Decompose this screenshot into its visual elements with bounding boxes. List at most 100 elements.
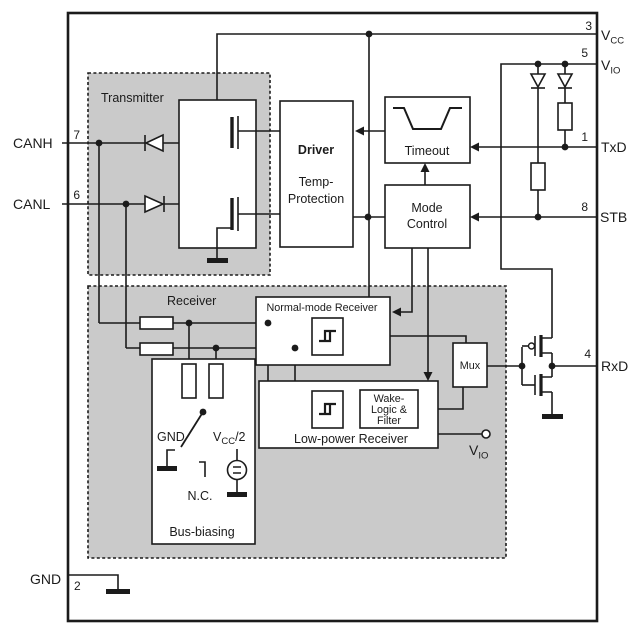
timeout-waveform-icon [393,107,462,130]
pin-labels: VCC 3 VIO 5 TxD 1 STB 8 RxD 4 CANH 7 CAN… [13,19,628,593]
pin-rxd-label: RxD [601,358,628,374]
canl-diode-icon [144,194,165,214]
arrow-modecontrol-to-nmr-icon [392,307,401,317]
arrow-txd-to-timeout-icon [470,142,479,152]
stb-resistor-icon [530,162,546,191]
pin-canl-label: CANL [13,196,51,212]
junction-dot [264,319,272,327]
pin-txd-label: TxD [601,139,627,155]
ground-icon [207,258,228,263]
mode-control-line2: Control [407,217,447,231]
svg-text:VIO: VIO [469,442,488,462]
pin-vcc-number: 3 [585,19,592,33]
switch-contact-gnd [166,449,175,466]
driver-title: Driver [298,143,334,157]
voltage-source-equals-icon [233,466,241,474]
junction-dot [561,60,569,68]
driver-line2: Protection [288,192,344,206]
arrow-modecontrol-to-timeout-icon [420,163,430,172]
junction-dot [518,362,526,370]
wire-vio [500,63,597,338]
bus-biasing-label: Bus-biasing [169,525,234,539]
schmitt-trigger-icon [319,329,336,343]
arrow-timeout-to-driver-icon [355,126,364,136]
pin-vcc-label: VCC [601,27,624,47]
junction-dot [534,213,542,221]
ground-icon [157,466,177,471]
ground-icon [106,589,130,594]
wire-gnd-pin [68,574,119,589]
bias-gnd-label: GND [157,430,185,444]
bias-vcc2-suffix: /2 [235,430,245,444]
normal-mode-receiver-block: Normal-mode Receiver [255,296,391,366]
junction-dot [199,408,207,416]
driver-line1: Temp- [299,175,334,189]
junction-dot [364,213,372,221]
junction-dot [95,139,103,147]
transmitter-output-stage [178,99,280,263]
pin-stb-label: STB [600,209,627,225]
stb-diode-icon [529,73,547,89]
pin-stb-number: 8 [581,200,588,214]
mode-control-line1: Mode [411,201,442,215]
normal-mode-receiver-label: Normal-mode Receiver [266,302,377,314]
pin-txd-number: 1 [581,130,588,144]
junction-dot [212,344,220,352]
wake-logic-line3: Filter [377,415,401,427]
switch-contact-nc [199,461,206,477]
canl-bus-resistor-icon [139,342,174,356]
canh-bus-resistor-icon [139,316,174,330]
vio-terminal-label: V [469,442,479,458]
nmos-icon [522,374,552,396]
txd-diode-icon [556,73,574,89]
mux-label: Mux [460,360,481,372]
bias-vcc2-sub: CC [221,436,235,447]
rxd-output-stage [522,335,563,419]
ground-icon [227,492,247,497]
arrow-modecontrol-to-lpr-icon [423,372,433,381]
junction-dot [291,344,299,352]
wake-logic-line1: Wake- [374,393,405,405]
bias-vcc2-label: V [213,430,222,444]
junction-dots [95,30,569,416]
canh-diode-icon [144,133,164,153]
vio-terminal-sub: IO [478,451,488,462]
svg-text:VCC/2: VCC/2 [213,430,246,447]
high-side-mosfet-icon [230,116,280,149]
pin-canh-label: CANH [13,135,53,151]
switch-wiper-icon [180,411,204,448]
ground-icon [542,414,563,419]
driver-block: Driver Temp- Protection [279,100,354,248]
low-power-receiver-block: Wake- Logic & Filter Low-power Receiver [258,380,439,449]
timeout-label: Timeout [405,144,450,158]
pin-gnd-label: GND [30,571,61,587]
junction-dot [561,143,569,151]
pin-vio-label: VIO [601,57,620,77]
pin-rxd-number: 4 [584,347,591,361]
bias-resistor-icon [208,363,224,399]
junction-dot [365,30,373,38]
pin-gnd-number: 2 [74,579,81,593]
txd-resistor-icon [557,102,573,131]
junction-dot [122,200,130,208]
timeout-block: Timeout [384,96,471,164]
pmos-icon [522,335,552,357]
bias-resistor-icon [181,363,197,399]
bus-biasing-block: GND VCC/2 N.C. Bus-biasing [151,358,256,545]
arrow-stb-to-modecontrol-icon [470,212,479,222]
mux-block: Mux [452,342,488,388]
low-side-mosfet-icon [216,197,280,258]
wire-mc-to-nmr [401,248,413,313]
pin-canl-number: 6 [73,188,80,202]
mode-control-block: Mode Control [384,184,471,249]
pin-canh-number: 7 [73,128,80,142]
wake-logic-line2: Logic & [371,404,408,416]
pin-vio-number: 5 [581,46,588,60]
bias-nc-label: N.C. [188,489,213,503]
low-power-receiver-label: Low-power Receiver [294,432,408,446]
junction-dot [185,319,193,327]
terminal-circle-icon [481,429,491,439]
transmitter-label: Transmitter [101,91,164,105]
